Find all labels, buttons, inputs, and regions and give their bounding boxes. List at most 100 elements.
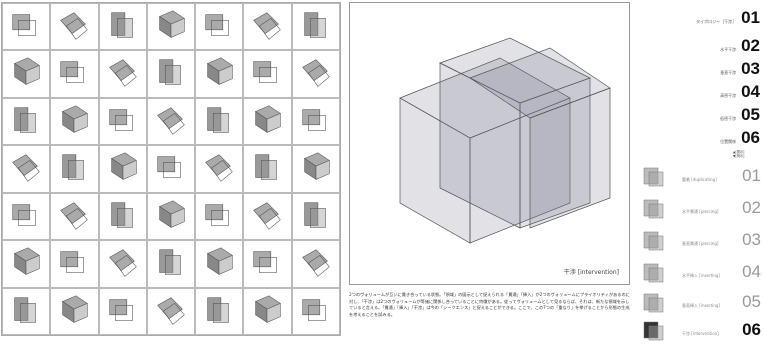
typology-cell: [98, 192, 147, 241]
index-row: 高密干渉 04: [720, 82, 760, 102]
typology-thumbnail: 垂直挿入 [inserting] 05: [640, 290, 764, 316]
volume-diagram-icon: [12, 154, 40, 182]
volume-diagram-icon: [253, 61, 278, 84]
volume-diagram-icon: [205, 204, 229, 226]
volume-diagram-icon: [253, 12, 282, 40]
volume-diagram-icon: [14, 107, 36, 133]
volume-diagram-icon: [110, 12, 133, 38]
typology-cell: [146, 145, 196, 193]
typology-cell: [243, 287, 292, 335]
index-number: 02: [741, 36, 760, 55]
typology-cell: [243, 3, 292, 51]
volume-diagram-icon: [158, 200, 185, 228]
typology-cell: [98, 50, 147, 98]
typology-cell: [291, 50, 340, 98]
typology-cell: [50, 50, 99, 98]
volume-diagram-icon: [304, 202, 326, 228]
volume-thumbnail-icon: [643, 263, 664, 283]
volume-diagram-icon: [255, 154, 278, 180]
typology-cell: [146, 240, 196, 288]
thumbnail-number: 03: [742, 230, 761, 249]
volume-diagram-icon: [110, 202, 133, 228]
typology-thumbnail: 干渉 [intervention]06: [640, 318, 764, 344]
volume-diagram-icon: [157, 156, 181, 179]
index-number: 03: [741, 59, 760, 78]
typology-cell: [195, 240, 244, 288]
volume-diagram-icon: [303, 152, 330, 181]
index-number: 05: [741, 105, 760, 124]
index-label: 高密干渉: [720, 93, 737, 98]
thumbnail-number: 06: [742, 320, 761, 339]
volume-diagram-icon: [255, 295, 282, 323]
typology-cell: [146, 97, 196, 146]
typology-cell: [98, 145, 147, 193]
volume-diagram-icon: [207, 247, 234, 276]
typology-cell: [2, 3, 51, 51]
volume-diagram-icon: [205, 154, 233, 182]
thumbnail-label: 水平挿入 [inserting]: [682, 273, 720, 278]
index-number: 01: [741, 8, 760, 27]
volume-diagram-icon: [301, 249, 330, 277]
index-label: 位置関係: [720, 139, 737, 144]
typology-cell: [291, 287, 340, 335]
typology-cell: [291, 97, 340, 146]
thumbnail-label: 垂直挿入 [inserting]: [682, 303, 720, 308]
typology-cell: [243, 145, 292, 193]
volume-diagram-icon: [207, 57, 234, 86]
typology-cell: [243, 97, 292, 146]
typology-thumbnail: 垂直貫通 [piercing] 03: [640, 228, 764, 254]
volume-diagram-icon: [60, 202, 88, 230]
typology-cell: [50, 240, 99, 288]
typology-cell: [243, 240, 292, 288]
volume-diagram-icon: [12, 14, 36, 36]
typology-cell: [98, 240, 147, 288]
typology-cell: [98, 287, 147, 335]
thumbnail-label: 垂直貫通 [piercing]: [682, 241, 719, 246]
typology-cell: [195, 287, 244, 335]
typology-cell: [2, 240, 51, 288]
volume-diagram-icon: [302, 298, 326, 321]
typology-cell: [243, 192, 292, 241]
typology-grid: [1, 2, 341, 336]
typology-cell: [2, 192, 51, 241]
volume-diagram-icon: [60, 61, 85, 84]
thumbnail-number: 01: [742, 166, 761, 185]
volume-diagram-icon: [304, 12, 326, 38]
index-number: 04: [741, 82, 760, 101]
volume-diagram-icon: [205, 14, 229, 36]
typology-cell: [146, 192, 196, 241]
volume-diagram-icon: [62, 105, 89, 133]
volume-diagram-icon: [14, 247, 40, 276]
volume-diagram-icon: [302, 109, 326, 131]
index-label: タイポロジー［干渉］: [696, 19, 737, 24]
typology-cell: [195, 97, 244, 146]
typology-thumbnail: 水平挿入 [inserting]04: [640, 260, 764, 286]
volume-diagram-icon: [255, 105, 282, 133]
volume-diagram-icon: [12, 204, 36, 226]
typology-cell: [291, 192, 340, 241]
typology-cell: [2, 287, 51, 335]
typology-cell: [98, 97, 147, 146]
typology-cell: [291, 240, 340, 288]
typology-cell: [195, 145, 244, 193]
typology-cell: [195, 192, 244, 241]
main-caption: 干渉 [intervention]: [563, 269, 619, 276]
typology-thumbnail: 水平貫通 [piercing]02: [640, 196, 764, 222]
volume-thumbnail-icon: [643, 293, 664, 313]
typology-cell: [2, 97, 51, 146]
volume-diagram-icon: [108, 298, 133, 321]
volume-diagram-icon: [253, 202, 282, 230]
typology-cell: [98, 3, 147, 51]
main-axonometric: 干渉 [intervention]: [349, 2, 630, 285]
thumbnail-number: 05: [742, 292, 761, 311]
volume-diagram-icon: [157, 296, 185, 325]
typology-cell: [195, 3, 244, 51]
volume-diagram-icon: [159, 249, 181, 275]
volume-diagram-icon: [60, 12, 88, 40]
description-text: 2つのヴォリュームが互いに貫き合っている状態。「領域」の図示として捉えられる「貫…: [349, 292, 630, 317]
volume-diagram-icon: [108, 109, 133, 131]
typology-cell: [146, 287, 196, 335]
typology-cell: [146, 50, 196, 98]
